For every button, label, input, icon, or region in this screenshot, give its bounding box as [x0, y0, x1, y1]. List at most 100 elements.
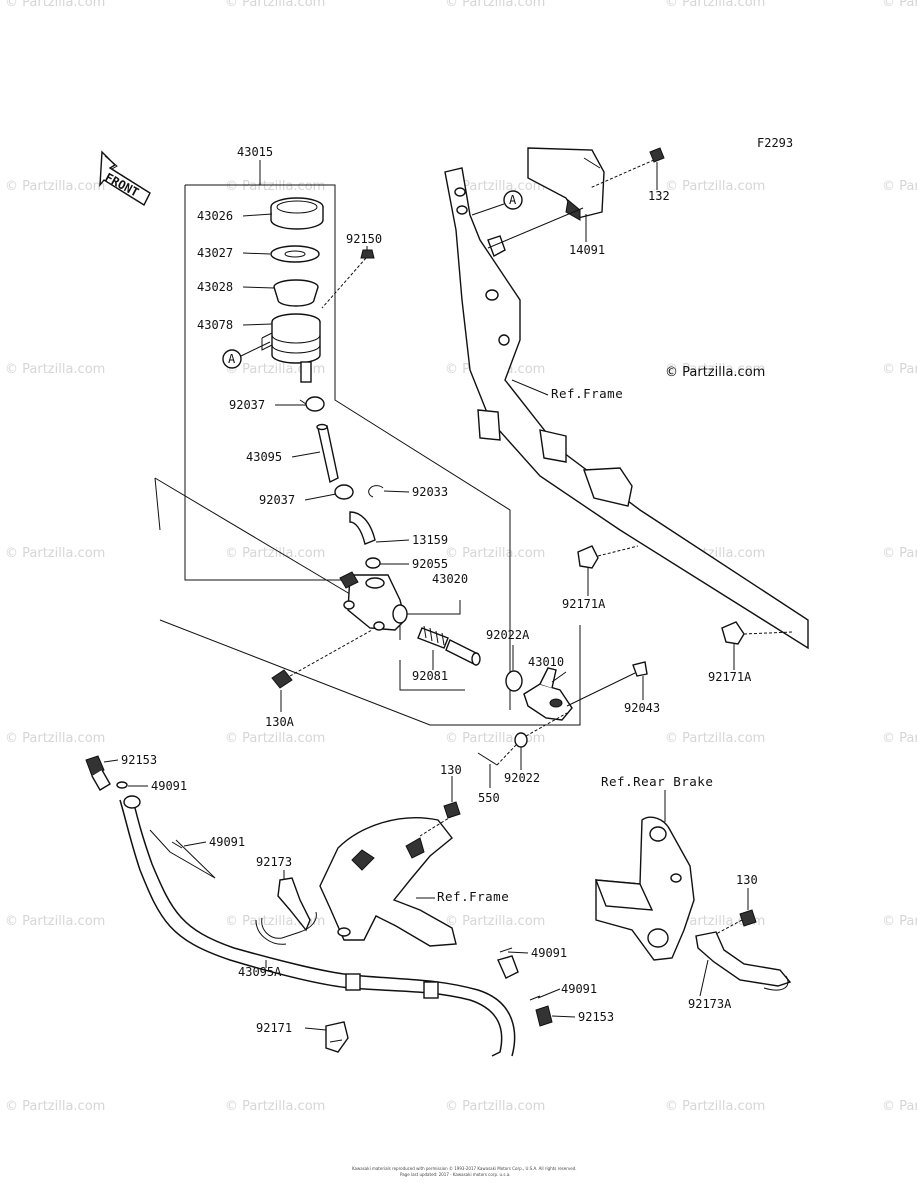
label-92150: 92150: [346, 232, 382, 246]
clamp-92171-icon: [325, 1021, 349, 1053]
ref-rear-brake: Ref.Rear Brake: [601, 774, 713, 789]
watermark-text: © Partzilla.com: [445, 546, 545, 561]
label-13159: 13159: [412, 533, 448, 547]
bolt-130A-icon: [271, 629, 373, 689]
reservoir-cap: [270, 197, 324, 230]
watermark-text: © Partzilla.com: [5, 362, 105, 377]
label-132: 132: [648, 189, 670, 203]
watermark-text: © Partzilla.com: [445, 179, 545, 194]
ref-frame-upper: Ref.Frame: [551, 386, 623, 401]
watermark-text: © Partzilla.com: [225, 0, 325, 10]
watermark-text: © Partzilla.com: [5, 0, 105, 10]
marker-a-frame: A: [471, 190, 523, 216]
banjo-bolt-92153-upper-icon: [85, 755, 111, 791]
watermark-layer: © Partzilla.com © Partzilla.com © Partzill…: [5, 0, 917, 1114]
svg-text:A: A: [509, 193, 517, 207]
clevis-43010: [523, 667, 573, 721]
cotter-pin-550-icon: [477, 744, 517, 766]
label-92173A: 92173A: [688, 997, 732, 1011]
watermark-text: © Partzilla.com: [225, 546, 325, 561]
watermark-text: © Partzilla.com: [665, 179, 765, 194]
washer-49091-upper-icon: [116, 781, 141, 809]
watermark-text: © Partzilla.com: [445, 1099, 545, 1114]
label-92171A-upper: 92171A: [562, 597, 606, 611]
label-130-rear: 130: [736, 873, 758, 887]
hose-43095: [316, 423, 339, 484]
watermark-text: © Partzilla.com: [882, 0, 917, 10]
watermark-text: © Partzilla.com: [5, 731, 105, 746]
watermark-text: © Partzilla.com: [5, 546, 105, 561]
watermark-text: © Partzilla.com: [445, 914, 545, 929]
watermark-text: © Partzilla.com: [665, 1099, 765, 1114]
label-43095: 43095: [246, 450, 282, 464]
label-92171A-lower: 92171A: [708, 670, 752, 684]
watermark-text: © Partzilla.com: [882, 914, 917, 929]
front-arrow-icon: FRONT: [99, 150, 151, 207]
label-92081: 92081: [412, 669, 448, 683]
watermark-text: © Partzilla.com: [882, 1099, 917, 1114]
label-92173: 92173: [256, 855, 292, 869]
frame-upper: [444, 167, 809, 650]
label-92037-lower: 92037: [259, 493, 295, 507]
clamp-92171A-lower-icon: [721, 621, 793, 645]
watermark-text: © Partzilla.com: [5, 1099, 105, 1114]
ref-frame-lower: Ref.Frame: [437, 889, 509, 904]
copyright-notice: © Partzilla.com: [665, 365, 765, 380]
watermark-text: © Partzilla.com: [225, 731, 325, 746]
bolt-130-lower-icon: [419, 801, 461, 837]
reservoir-tank: [261, 313, 321, 383]
master-cylinder: [339, 571, 408, 631]
label-43015: 43015: [237, 145, 273, 159]
label-43020: 43020: [432, 572, 468, 586]
part-labels: 43015 43026 43027 43028 43078 92150 9203…: [121, 145, 758, 1035]
label-43010: 43010: [528, 655, 564, 669]
bracket-92173A: [695, 931, 792, 991]
watermark-text: © Partzilla.com: [665, 914, 765, 929]
label-130-lower: 130: [440, 763, 462, 777]
label-92043: 92043: [624, 701, 660, 715]
piston-assembly: [417, 625, 481, 666]
watermark-text: © Partzilla.com: [225, 179, 325, 194]
frame-lower: [319, 817, 457, 947]
pin-92043-icon: [566, 661, 648, 707]
watermark-text: © Partzilla.com: [665, 362, 765, 377]
bracket-92173: [255, 877, 317, 945]
label-92022A: 92022A: [486, 628, 530, 642]
hose-43095A: [119, 799, 516, 1057]
watermark-text: © Partzilla.com: [5, 179, 105, 194]
svg-text:A: A: [228, 352, 236, 366]
label-49091-right-lower: 49091: [561, 982, 597, 996]
clamp-92171A-upper-icon: [577, 545, 639, 569]
marker-a-reservoir: A: [222, 341, 271, 369]
label-130A: 130A: [265, 715, 295, 729]
clip-92033-icon: [368, 485, 384, 498]
label-43027: 43027: [197, 246, 233, 260]
rear-brake-bracket: [594, 816, 695, 961]
watermark-text: © Partzilla.com: [665, 731, 765, 746]
bolt-132-icon: [589, 147, 665, 189]
label-43095A: 43095A: [238, 965, 282, 979]
watermark-text: © Partzilla.com: [882, 731, 917, 746]
watermark-text: © Partzilla.com: [882, 179, 917, 194]
label-49091-mid: 49091: [209, 835, 245, 849]
footer-line-1: Kawasaki materials reproduced with permi…: [352, 1166, 577, 1171]
assembly-outline: [154, 160, 581, 726]
bracket-14091: [487, 147, 605, 249]
watermark-text: © Partzilla.com: [665, 0, 765, 10]
footer-line-2: Page last updated: 2017 - Kawasaki motor…: [400, 1172, 510, 1177]
watermark-text: © Partzilla.com: [5, 914, 105, 929]
label-92022: 92022: [504, 771, 540, 785]
elbow-13159: [349, 511, 376, 545]
watermark-text: © Partzilla.com: [225, 1099, 325, 1114]
label-14091: 14091: [569, 243, 605, 257]
label-49091-right-upper: 49091: [531, 946, 567, 960]
watermark-text: © Partzilla.com: [445, 0, 545, 10]
label-49091-upper: 49091: [151, 779, 187, 793]
watermark-text: © Partzilla.com: [225, 362, 325, 377]
diagram-code: F2293: [757, 136, 793, 150]
watermark-text: © Partzilla.com: [882, 362, 917, 377]
diaphragm-plate: [270, 245, 320, 263]
diaphragm: [273, 279, 319, 307]
bolt-92150-icon: [321, 249, 375, 309]
